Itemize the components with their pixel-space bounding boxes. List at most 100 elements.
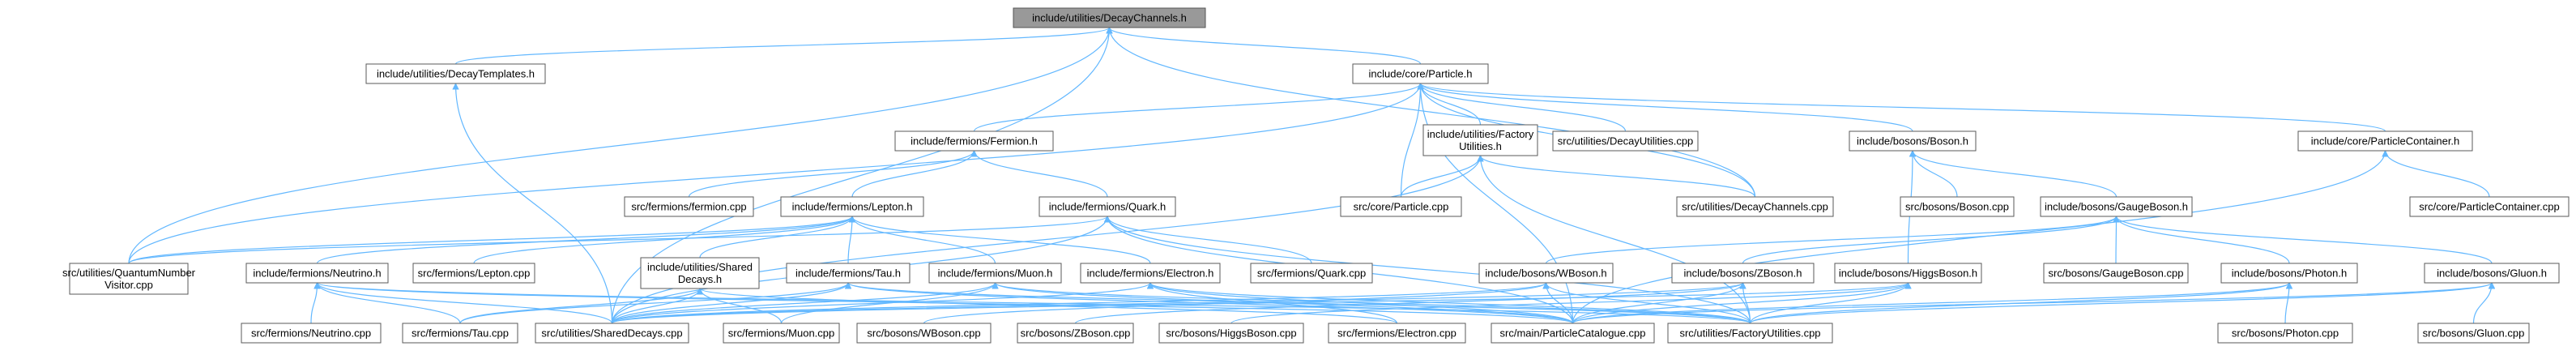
node-box-n13[interactable] [1900,196,2015,217]
graph-node-n12[interactable]: src/utilities/DecayChannels.cpp [1676,196,1834,217]
graph-node-n26[interactable]: include/bosons/HiggsBoson.h [1834,263,1982,284]
node-box-n11[interactable] [1340,196,1462,217]
node-box-n5[interactable] [1552,130,1699,152]
node-box-n19[interactable] [640,257,760,289]
node-box-n9[interactable] [780,196,924,217]
graph-node-n33[interactable]: src/fermions/Muon.cpp [723,323,840,344]
node-box-n17[interactable] [245,263,389,284]
graph-node-n22[interactable]: include/fermions/Electron.h [1080,263,1221,284]
node-box-n37[interactable] [1328,323,1466,344]
graph-node-n31[interactable]: src/fermions/Tau.cpp [402,323,518,344]
graph-node-n13[interactable]: src/bosons/Boson.cpp [1900,196,2015,217]
graph-node-n20[interactable]: include/fermions/Tau.h [786,263,911,284]
node-box-n1[interactable] [365,63,546,84]
node-box-n36[interactable] [1158,323,1304,344]
graph-node-n24[interactable]: include/bosons/WBoson.h [1478,263,1614,284]
graph-node-n17[interactable]: include/fermions/Neutrino.h [245,263,389,284]
node-box-n21[interactable] [928,263,1062,284]
graph-node-n2[interactable]: include/core/Particle.h [1352,63,1489,84]
node-box-n3[interactable] [894,130,1054,152]
graph-node-n36[interactable]: src/bosons/HiggsBoson.cpp [1158,323,1304,344]
node-box-n24[interactable] [1478,263,1614,284]
edge-n24-to-n14 [1545,216,2120,264]
node-label-n37-line-0: src/fermions/Electron.cpp [1337,327,1456,340]
graph-node-n40[interactable]: src/bosons/Photon.cpp [2217,323,2353,344]
node-box-n10[interactable] [1039,196,1176,217]
edge-n3-to-n2 [973,83,1424,132]
node-box-n35[interactable] [1017,323,1134,344]
graph-node-n3[interactable]: include/fermions/Fermion.h [894,130,1054,152]
node-box-n34[interactable] [856,323,992,344]
node-box-n26[interactable] [1834,263,1982,284]
graph-node-n19[interactable]: include/utilities/SharedDecays.h [640,257,760,289]
node-box-n41[interactable] [2417,323,2530,344]
node-box-n23[interactable] [1250,263,1373,284]
graph-node-n35[interactable]: src/bosons/ZBoson.cpp [1017,323,1134,344]
node-box-n8[interactable] [624,196,754,217]
graph-node-n28[interactable]: include/bosons/Photon.h [2220,263,2358,284]
node-box-n0[interactable] [1013,7,1206,28]
node-box-n15[interactable] [2409,196,2570,217]
node-label-n7-line-0: include/core/ParticleContainer.h [2311,135,2460,147]
graph-node-n14[interactable]: include/bosons/GaugeBoson.h [2040,196,2193,217]
graph-node-n6[interactable]: include/bosons/Boson.h [1849,130,1977,152]
edge-n6-to-n2 [1417,83,1913,132]
graph-node-n5[interactable]: src/utilities/DecayUtilities.cpp [1552,130,1699,152]
node-box-n18[interactable] [412,263,535,284]
node-box-n28[interactable] [2220,263,2358,284]
node-box-n25[interactable] [1671,263,1815,284]
graph-node-n15[interactable]: src/core/ParticleContainer.cpp [2409,196,2570,217]
node-box-n29[interactable] [2424,263,2560,284]
edge-n38-to-n28 [1572,282,2292,324]
graph-node-n38[interactable]: src/main/ParticleCatalogue.cpp [1491,323,1655,344]
node-box-n20[interactable] [786,263,911,284]
edge-n17-to-n9 [316,216,856,264]
graph-node-n4[interactable]: include/utilities/FactoryUtilities.h [1422,124,1538,156]
graph-node-n27[interactable]: src/bosons/GaugeBoson.cpp [2043,263,2189,284]
graph-node-n7[interactable]: include/core/ParticleContainer.h [2297,130,2473,152]
edge-n39-to-n29 [1749,282,2495,324]
node-label-n41-line-0: src/bosons/Gluon.cpp [2423,327,2525,340]
edge-n39-to-n10 [1103,216,1751,324]
graph-node-n8[interactable]: src/fermions/fermion.cpp [624,196,754,217]
node-box-n22[interactable] [1080,263,1221,284]
node-label-n16-line-0: src/utilities/QuantumNumber [62,267,196,279]
graph-node-n0[interactable]: include/utilities/DecayChannels.h [1013,7,1206,28]
graph-node-n18[interactable]: src/fermions/Lepton.cpp [412,263,535,284]
node-box-n14[interactable] [2040,196,2193,217]
node-box-n39[interactable] [1667,323,1833,344]
nodes-layer: include/utilities/DecayChannels.h include… [62,7,2570,344]
graph-node-n25[interactable]: include/bosons/ZBoson.h [1671,263,1815,284]
graph-node-n23[interactable]: src/fermions/Quark.cpp [1250,263,1373,284]
node-label-n11-line-0: src/core/Particle.cpp [1354,201,1449,213]
node-box-n32[interactable] [535,323,689,344]
graph-node-n21[interactable]: include/fermions/Muon.h [928,263,1062,284]
node-box-n4[interactable] [1422,124,1538,156]
graph-node-n11[interactable]: src/core/Particle.cpp [1340,196,1462,217]
node-box-n16[interactable] [69,263,189,295]
graph-node-n37[interactable]: src/fermions/Electron.cpp [1328,323,1466,344]
node-box-n12[interactable] [1676,196,1834,217]
graph-node-n32[interactable]: src/utilities/SharedDecays.cpp [535,323,689,344]
graph-node-n29[interactable]: include/bosons/Gluon.h [2424,263,2560,284]
node-label-n22-line-0: include/fermions/Electron.h [1087,267,1214,280]
node-box-n38[interactable] [1491,323,1655,344]
node-box-n27[interactable] [2043,263,2189,284]
graph-node-n1[interactable]: include/utilities/DecayTemplates.h [365,63,546,84]
node-box-n30[interactable] [241,323,382,344]
node-label-n25-line-0: include/bosons/ZBoson.h [1684,267,1802,280]
graph-node-n41[interactable]: src/bosons/Gluon.cpp [2417,323,2530,344]
graph-node-n9[interactable]: include/fermions/Lepton.h [780,196,924,217]
node-box-n7[interactable] [2297,130,2473,152]
node-box-n33[interactable] [723,323,840,344]
node-box-n6[interactable] [1849,130,1977,152]
node-box-n2[interactable] [1352,63,1489,84]
graph-node-n10[interactable]: include/fermions/Quark.h [1039,196,1176,217]
graph-node-n34[interactable]: src/bosons/WBoson.cpp [856,323,992,344]
node-box-n31[interactable] [402,323,518,344]
graph-node-n39[interactable]: src/utilities/FactoryUtilities.cpp [1667,323,1833,344]
graph-node-n30[interactable]: src/fermions/Neutrino.cpp [241,323,382,344]
node-box-n40[interactable] [2217,323,2353,344]
